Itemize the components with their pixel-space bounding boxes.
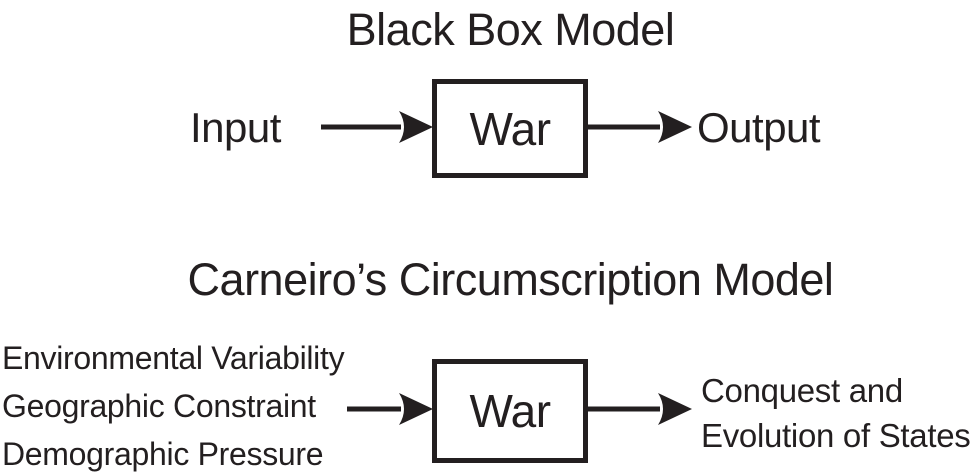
arrow-war-to-conquest-icon bbox=[586, 393, 692, 425]
input-label: Input bbox=[190, 104, 281, 151]
black-box-model-title: Black Box Model bbox=[346, 4, 675, 55]
arrow-war-to-output-icon bbox=[586, 111, 692, 143]
carneiro-model-title: Carneiro’s Circumscription Model bbox=[187, 254, 834, 305]
arrow-inputs-to-war-icon bbox=[347, 393, 433, 425]
arrow-input-to-war-icon bbox=[321, 111, 433, 143]
carneiro-output-label: Conquest and Evolution of States bbox=[701, 368, 971, 458]
input-line-demographic-pressure: Demographic Pressure bbox=[2, 436, 324, 472]
input-line-geographic-constraint: Geographic Constraint bbox=[2, 388, 316, 424]
war-label-black-box-model: War bbox=[469, 102, 551, 155]
output-line-evolution-of-states: Evolution of States bbox=[701, 417, 971, 454]
war-label-carneiro-model: War bbox=[469, 385, 551, 437]
output-line-conquest-and: Conquest and bbox=[701, 372, 903, 409]
input-line-environmental-variability: Environmental Variability bbox=[2, 340, 345, 376]
carneiro-inputs-list: Environmental Variability Geographic Con… bbox=[2, 334, 345, 475]
war-box-carneiro-model: War bbox=[432, 359, 588, 463]
output-label: Output bbox=[697, 104, 821, 151]
war-box-black-box-model: War bbox=[432, 79, 588, 178]
